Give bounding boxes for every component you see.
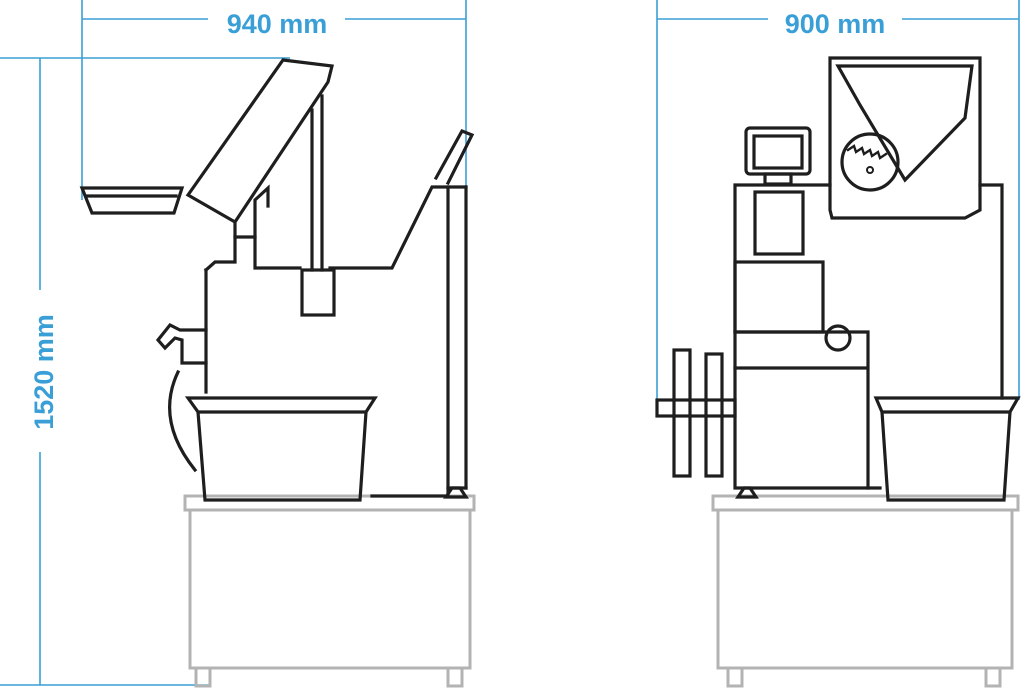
front-cutter-disc (840, 132, 900, 192)
front-foot (735, 486, 759, 499)
front-view-machine (655, 56, 1021, 688)
side-tray (79, 186, 185, 215)
front-width-label: 900 mm (785, 9, 886, 39)
front-bucket (873, 396, 1021, 502)
side-foot (443, 486, 469, 499)
side-handwheel (155, 322, 208, 365)
side-width-label: 940 mm (227, 9, 328, 39)
width-dimension-side: 940 mm (81, 0, 467, 200)
side-junction-box (300, 268, 336, 317)
side-body (203, 185, 450, 498)
front-mid-box (733, 260, 825, 334)
front-upper-box (753, 190, 805, 256)
side-view-machine (79, 58, 476, 688)
front-knob (824, 324, 852, 352)
height-label: 1520 mm (29, 314, 59, 430)
side-stand (183, 494, 476, 688)
side-pipe (310, 94, 324, 272)
side-bucket (184, 396, 378, 502)
side-chute (185, 58, 334, 239)
front-monitor (744, 126, 812, 186)
front-hopper (828, 56, 982, 220)
front-stand (711, 494, 1020, 688)
height-dimension: 1520 mm (0, 57, 290, 686)
width-dimension-front: 900 mm (656, 0, 1020, 400)
side-control-panel (433, 128, 475, 186)
front-handwheels (655, 348, 737, 478)
